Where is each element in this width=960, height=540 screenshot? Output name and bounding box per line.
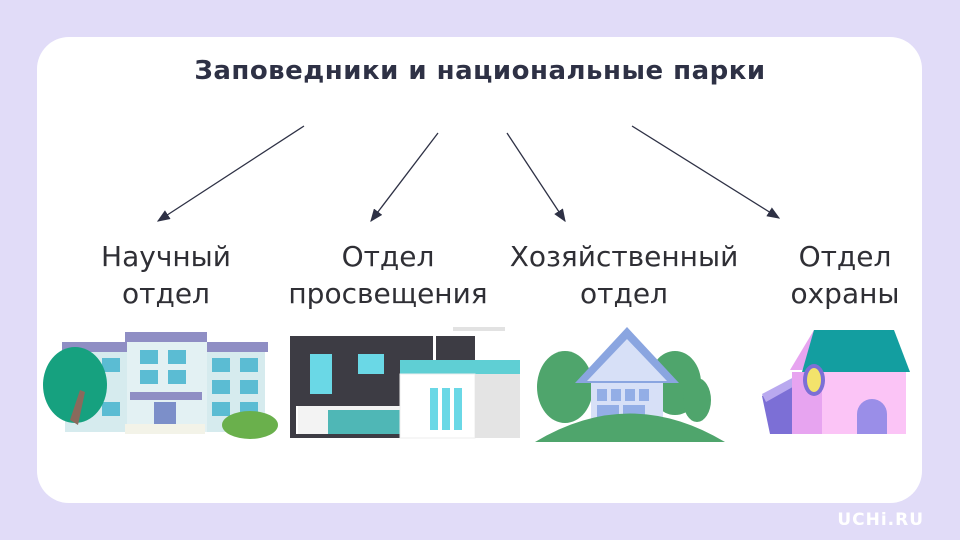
modern-building-icon <box>290 327 520 439</box>
guard-house-icon <box>762 330 910 434</box>
slide-title: Заповедники и национальные парки <box>194 56 766 86</box>
arrow-4 <box>631 125 781 219</box>
uchi-logo: UCHi.RU <box>837 510 924 530</box>
arrow-1 <box>156 125 305 222</box>
school-building-icon <box>43 332 278 439</box>
country-house-icon <box>535 327 725 442</box>
arrow-3 <box>506 132 566 223</box>
arrow-2 <box>370 132 439 223</box>
